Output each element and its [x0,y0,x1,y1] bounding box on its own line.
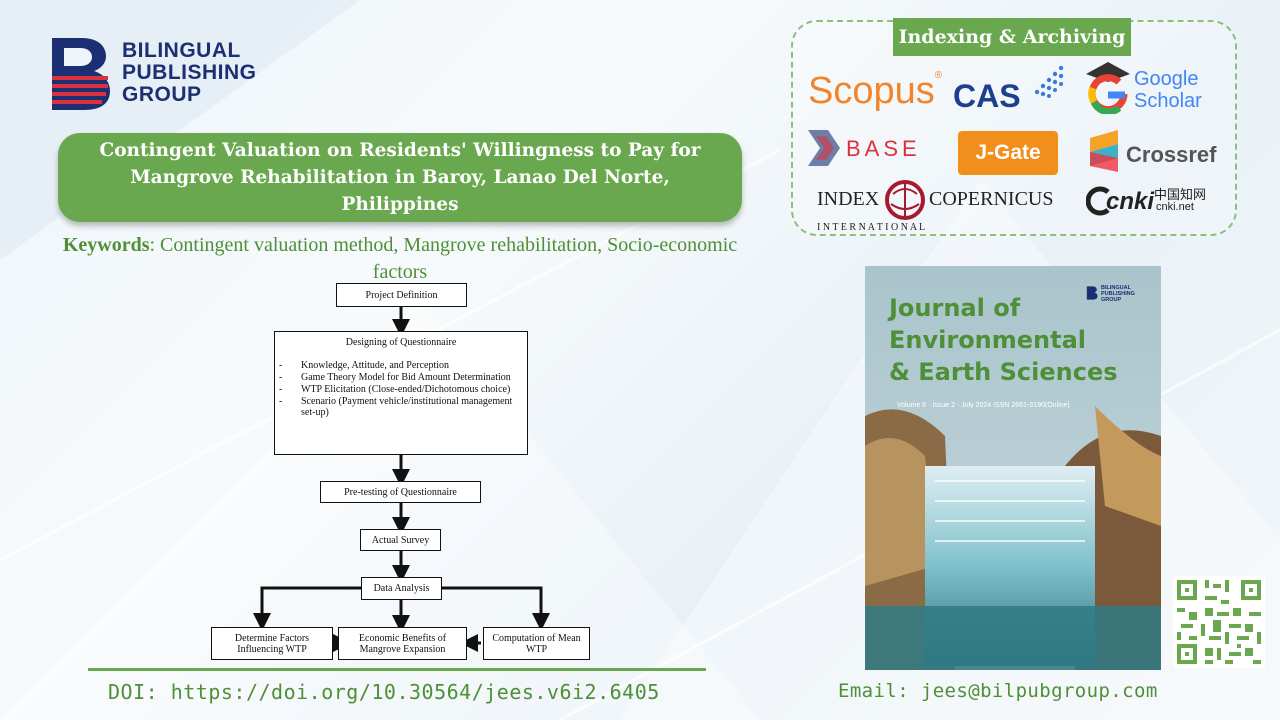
indexing-header: Indexing & Archiving [893,18,1131,56]
qr-code-icon[interactable] [1173,576,1265,668]
crossref-logo[interactable]: Crossref [1090,130,1220,174]
bilingual-b-logo-icon [52,38,110,110]
publisher-name-line2: PUBLISHING [122,61,257,84]
cas-dots-icon [1034,65,1064,98]
flow-designing-title: Designing of Questionnaire [345,337,457,348]
cnki-c-icon [1086,186,1110,216]
flow-designing-item: Knowledge, Attitude, and Perception [279,360,519,371]
cnki-logo[interactable]: cnki 中国知网 cnki.net [1086,184,1226,220]
publisher-logo: BILINGUAL PUBLISHING GROUP [48,36,298,116]
publisher-name-line3: GROUP [122,83,202,106]
keywords-text: : Contingent valuation method, Mangrove … [149,234,738,283]
base-logo[interactable]: BASE [806,128,926,168]
publisher-name-line1: BILINGUAL [122,39,241,62]
footer-divider [88,668,706,671]
index-copernicus-logo[interactable]: INDEX COPERNICUS I N T E R N A T I O N A… [817,180,1057,236]
registered-icon: ® [934,70,943,81]
flow-computation-mean: Computation of Mean WTP [483,627,590,660]
scopus-text: Scopus [808,70,935,112]
jgate-logo[interactable]: J-Gate [958,131,1058,175]
keywords: Keywords: Contingent valuation method, M… [60,232,740,286]
cover-publisher-line3: GROUP [1101,297,1122,303]
article-title: Contingent Valuation on Residents' Willi… [99,140,701,215]
cnki-text: cnki [1106,188,1155,215]
scopus-logo[interactable]: Scopus® [808,70,942,113]
flow-project-definition: Project Definition [336,283,467,307]
google-scholar-logo[interactable]: Google Scholar [1086,62,1221,114]
crossref-text: Crossref [1126,142,1217,167]
doi-link[interactable]: DOI: https://doi.org/10.30564/jees.v6i2.… [108,680,660,704]
cover-waterfall-image [865,266,1161,670]
contact-email[interactable]: Email: jees@bilpubgroup.com [838,680,1158,702]
base-chevron-icon [808,130,840,166]
scholar-text: Scholar [1134,90,1202,112]
flow-designing-item: Game Theory Model for Bid Amount Determi… [279,372,519,383]
cover-publisher-line2: PUBLISHING [1101,291,1135,297]
cas-text: CAS [953,78,1021,114]
crossref-icon [1090,130,1118,172]
international-text: I N T E R N A T I O N A L [817,222,926,233]
google-text: Google [1134,68,1199,90]
journal-cover[interactable]: BILINGUAL PUBLISHING GROUP Journal of En… [865,266,1161,670]
flow-designing-questionnaire: Designing of Questionnaire Knowledge, At… [274,331,528,455]
cover-title-line1: Journal of [889,294,1021,322]
flow-data-analysis: Data Analysis [361,577,442,600]
cnki-chinese-text: 中国知网 [1154,187,1207,202]
flow-designing-item: Scenario (Payment vehicle/institutional … [279,396,519,418]
article-title-banner: Contingent Valuation on Residents' Willi… [58,133,742,222]
copernicus-text: COPERNICUS [929,188,1054,210]
cover-publisher-logo-icon [1086,286,1098,300]
cover-title-line2: Environmental [889,326,1087,354]
cover-title-line3: & Earth Sciences [889,358,1118,386]
flow-actual-survey: Actual Survey [360,529,441,551]
cnki-url-text: cnki.net [1156,201,1194,213]
cover-issue-info: Volume 6 · Issue 2 · July 2024 ISSN 2661… [897,402,1070,409]
flow-designing-item: WTP Elicitation (Close-ended/Dichotomous… [279,384,519,395]
index-text: INDEX [817,188,880,210]
flow-pretesting: Pre-testing of Questionnaire [320,481,481,503]
flow-determine-factors: Determine Factors Influencing WTP [211,627,333,660]
base-text: BASE [846,136,921,161]
cas-logo[interactable]: CAS [953,65,1064,115]
copernicus-globe-icon [885,180,925,220]
flowchart-arrows [253,306,550,652]
google-g-icon [1086,62,1130,114]
methodology-flowchart: Project Definition Designing of Question… [205,282,595,666]
flow-economic-benefits: Economic Benefits of Mangrove Expansion [338,627,467,660]
keywords-label: Keywords [62,234,150,256]
cover-publisher-line1: BILINGUAL [1101,285,1131,291]
jgate-text: J-Gate [975,141,1041,164]
